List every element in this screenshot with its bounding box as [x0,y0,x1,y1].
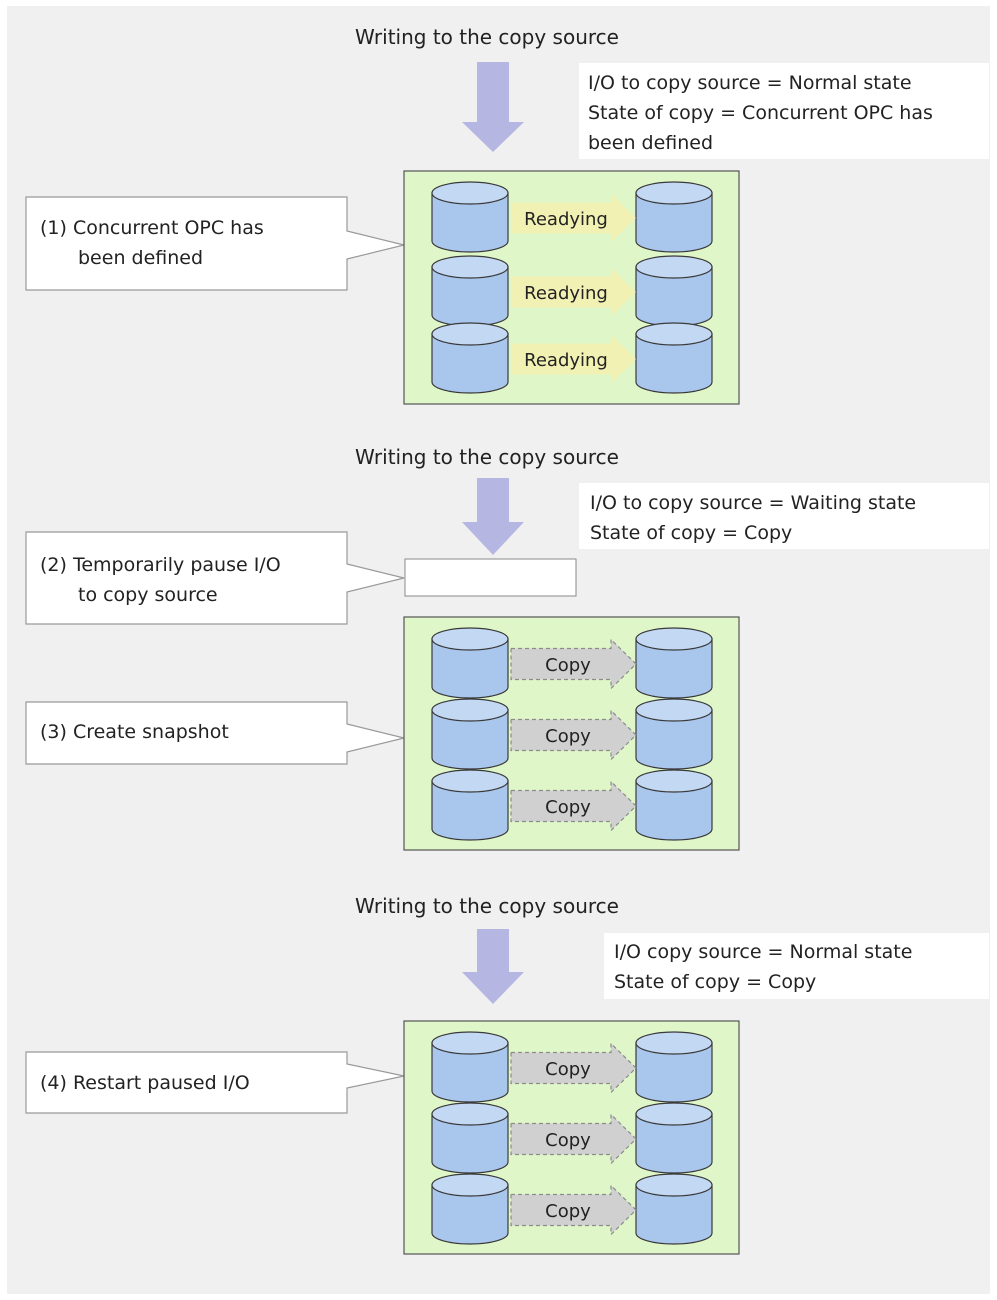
step-label: been defined [78,247,203,269]
right-arrow-icon [510,1113,637,1165]
right-arrow-icon [511,334,636,384]
volume-pair: Copy [431,1102,713,1174]
state-box [604,933,989,999]
cylinder-icon [635,1102,713,1174]
right-arrow-icon [511,267,636,317]
cylinder-icon [431,769,509,841]
cylinder-icon [431,181,509,253]
volume-pair: Readying [431,322,713,394]
step-callout [25,701,405,765]
transfer-label: Copy [545,1059,591,1080]
state-line: I/O to copy source = Normal state [588,72,912,94]
volume-pair: Copy [431,1031,713,1103]
io-pause-box [404,558,577,597]
state-box [579,483,989,549]
right-arrow-icon [510,1042,637,1094]
volume-pair: Copy [431,627,713,699]
cylinder-icon [431,627,509,699]
state-line: State of copy = Copy [590,522,792,544]
state-line: State of copy = Concurrent OPC has [588,102,933,124]
cylinder-icon [635,698,713,770]
transfer-label: Copy [545,797,591,818]
transfer-label: Copy [545,1130,591,1151]
cylinder-icon [635,255,713,327]
transfer-label: Copy [545,726,591,747]
transfer-label: Copy [545,1201,591,1222]
volume-pair: Copy [431,1173,713,1245]
cylinder-icon [431,255,509,327]
state-line: I/O copy source = Normal state [614,941,912,963]
volume-pair: Readying [431,255,713,327]
step-label: to copy source [78,584,218,606]
state-line: been defined [588,132,713,154]
right-arrow-icon [511,193,636,243]
right-arrow-icon [510,1184,637,1236]
transfer-label: Readying [524,283,608,304]
cylinder-icon [431,1173,509,1245]
write-label: Writing to the copy source [355,445,619,469]
state-line: State of copy = Copy [614,971,816,993]
volume-pair: Copy [431,698,713,770]
step-label: (3) Create snapshot [40,721,229,743]
down-arrow-icon [462,929,524,1004]
cylinder-icon [431,322,509,394]
down-arrow-icon [462,478,524,555]
state-box [579,63,989,159]
step-callout [25,196,405,291]
cylinder-icon [635,769,713,841]
transfer-label: Readying [524,350,608,371]
right-arrow-icon [510,638,637,690]
cylinder-icon [635,181,713,253]
step-callout [25,1051,405,1114]
volume-pair: Readying [431,181,713,253]
right-arrow-icon [510,709,637,761]
cylinder-icon [635,1173,713,1245]
down-arrow-icon [462,62,524,152]
step-callout [25,531,405,625]
state-line: I/O to copy source = Waiting state [590,492,916,514]
cylinder-icon [635,322,713,394]
step-label: (4) Restart paused I/O [40,1072,250,1094]
step-label: (1) Concurrent OPC has [40,217,264,239]
cylinder-icon [431,698,509,770]
transfer-label: Readying [524,209,608,230]
write-label: Writing to the copy source [355,894,619,918]
cylinder-icon [635,627,713,699]
cylinder-icon [431,1031,509,1103]
cylinder-icon [635,1031,713,1103]
volume-pair: Copy [431,769,713,841]
right-arrow-icon [510,780,637,832]
write-label: Writing to the copy source [355,25,619,49]
transfer-label: Copy [545,655,591,676]
step-label: (2) Temporarily pause I/O [40,554,281,576]
cylinder-icon [431,1102,509,1174]
